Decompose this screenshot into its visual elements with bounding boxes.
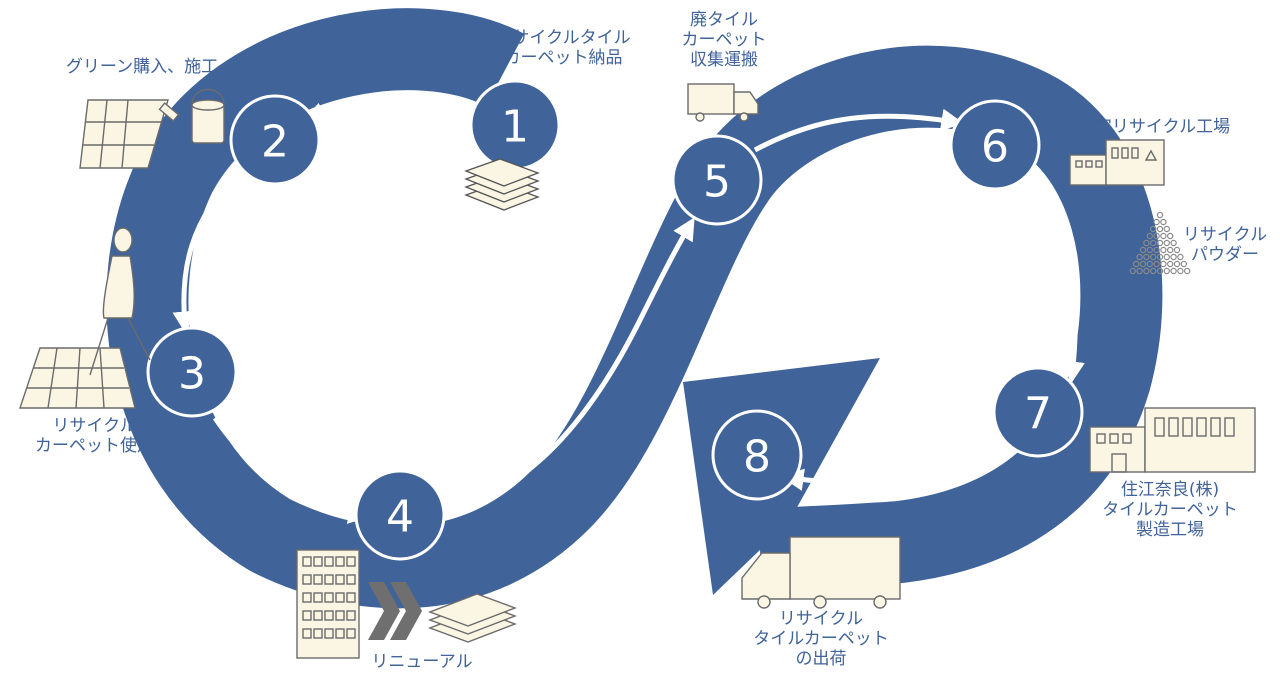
powder-dot bbox=[1146, 260, 1154, 268]
powder-dot bbox=[1166, 246, 1174, 254]
step-circle-4: 4 bbox=[354, 469, 446, 561]
powder-dot bbox=[1153, 260, 1160, 268]
step-number-8: 8 bbox=[743, 432, 771, 483]
step-number-6: 6 bbox=[981, 122, 1009, 173]
powder-dot bbox=[1170, 239, 1177, 247]
powder-dot bbox=[1139, 246, 1147, 254]
powder-dot bbox=[1136, 267, 1143, 275]
step-number-7: 7 bbox=[1024, 389, 1052, 440]
step-number-3: 3 bbox=[178, 349, 206, 400]
powder-dot bbox=[1163, 225, 1171, 233]
flow-line-1-2 bbox=[301, 96, 491, 125]
flow-line-7-8 bbox=[781, 452, 1002, 491]
label-powder: リサイクル パウダー bbox=[1182, 225, 1268, 265]
powder-dot bbox=[1160, 232, 1167, 240]
powder-dot bbox=[1177, 267, 1184, 275]
powder-dot bbox=[1163, 267, 1171, 275]
label-step4: リニューアル bbox=[371, 652, 473, 672]
powder-dot bbox=[1166, 232, 1174, 240]
powder-dot bbox=[1180, 260, 1188, 268]
step-number-2: 2 bbox=[261, 117, 289, 168]
flow-line-3-4 bbox=[212, 416, 371, 524]
powder-dot bbox=[1156, 253, 1164, 261]
powder-dot bbox=[1156, 239, 1164, 247]
flow-line-4-5 bbox=[444, 217, 695, 515]
powder-dot bbox=[1163, 253, 1171, 261]
flow-line-5-6 bbox=[753, 108, 964, 153]
step-number-5: 5 bbox=[703, 157, 731, 208]
powder-dot bbox=[1146, 246, 1154, 254]
powder-dot bbox=[1149, 253, 1157, 261]
label-step6: 指定リサイクル工場 bbox=[1077, 117, 1231, 137]
powder-dot bbox=[1160, 246, 1167, 254]
recycle-factory-icon bbox=[1069, 139, 1165, 186]
step-circle-7: 7 bbox=[992, 366, 1084, 458]
powder-dot bbox=[1183, 267, 1191, 275]
label-step3: リサイクル カーペット使用 bbox=[35, 416, 154, 456]
label-step1: リサイクルタイル カーペット納品 bbox=[495, 28, 631, 68]
powder-dot bbox=[1149, 225, 1157, 233]
powder-dot bbox=[1153, 232, 1160, 240]
powder-dot bbox=[1149, 267, 1157, 275]
label-step7: 住江奈良(株) タイルカーペット 製造工場 bbox=[1102, 480, 1238, 540]
powder-dot bbox=[1156, 225, 1164, 233]
powder-dot bbox=[1177, 253, 1184, 261]
floor-tile-and-paint-icon bbox=[79, 88, 225, 169]
powder-dot bbox=[1160, 218, 1167, 226]
step-circle-2: 2 bbox=[229, 94, 321, 186]
step-circle-5: 5 bbox=[671, 134, 763, 226]
infinity-band bbox=[106, 8, 1163, 609]
label-step8: リサイクル タイルカーペット の出荷 bbox=[753, 609, 889, 669]
label-step5: 廃タイル カーペット 収集運搬 bbox=[681, 10, 767, 70]
powder-dot bbox=[1146, 232, 1154, 240]
powder-dot bbox=[1153, 246, 1160, 254]
powder-dot bbox=[1153, 218, 1160, 226]
step-number-4: 4 bbox=[386, 492, 414, 543]
building-renewal-icon bbox=[296, 549, 517, 659]
step-circle-1: 1 bbox=[469, 79, 561, 171]
powder-dot bbox=[1156, 211, 1164, 219]
chevron-right-icon bbox=[368, 582, 422, 640]
powder-dot bbox=[1143, 267, 1150, 275]
powder-dot bbox=[1156, 267, 1164, 275]
powder-dot bbox=[1136, 253, 1143, 261]
large-factory-icon bbox=[1089, 407, 1256, 473]
flow-line-6-7 bbox=[1032, 183, 1085, 384]
label-step2: グリーン購入、施工 bbox=[65, 57, 219, 77]
powder-dot bbox=[1170, 253, 1177, 261]
person-on-floor-icon bbox=[19, 227, 151, 409]
tile-stack-icon bbox=[464, 158, 540, 211]
powder-dot bbox=[1132, 260, 1140, 268]
small-truck-icon bbox=[687, 83, 759, 122]
powder-dot bbox=[1166, 260, 1174, 268]
step-circle-6: 6 bbox=[949, 99, 1041, 191]
powder-dot bbox=[1173, 246, 1181, 254]
delivery-truck-icon bbox=[741, 536, 901, 609]
step-number-1: 1 bbox=[501, 102, 529, 153]
powder-pile-icon bbox=[1129, 211, 1191, 275]
powder-dot bbox=[1129, 267, 1137, 275]
powder-dot bbox=[1160, 260, 1167, 268]
powder-dot bbox=[1143, 253, 1150, 261]
powder-dot bbox=[1170, 267, 1177, 275]
step-circle-3: 3 bbox=[146, 326, 238, 418]
powder-dot bbox=[1163, 239, 1171, 247]
powder-dot bbox=[1143, 239, 1150, 247]
powder-dot bbox=[1149, 239, 1157, 247]
powder-dot bbox=[1173, 260, 1181, 268]
powder-dot bbox=[1139, 260, 1147, 268]
flow-line-2-3 bbox=[172, 168, 242, 334]
step-circle-8: 8 bbox=[711, 409, 803, 501]
